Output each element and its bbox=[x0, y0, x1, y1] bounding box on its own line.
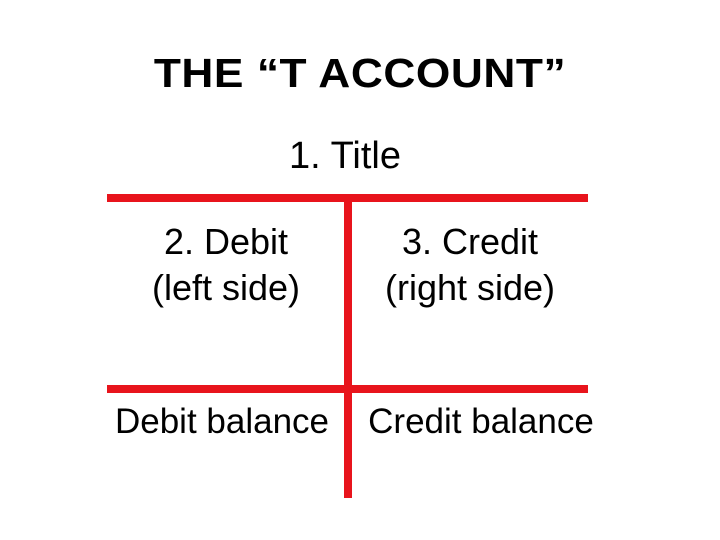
t-account-vertical-divider bbox=[344, 202, 352, 498]
debit-side-label: 2. Debit (left side) bbox=[108, 219, 344, 311]
t-account-balance-rule bbox=[107, 385, 588, 393]
debit-label-line1: 2. Debit bbox=[163, 221, 289, 262]
account-title-label: 1. Title bbox=[289, 135, 401, 177]
t-account-top-bar bbox=[107, 194, 588, 202]
credit-label-line2: (right side) bbox=[384, 267, 556, 308]
credit-label-line1: 3. Credit bbox=[401, 221, 539, 262]
debit-balance-label: Debit balance bbox=[114, 402, 330, 441]
credit-side-label: 3. Credit (right side) bbox=[352, 219, 588, 311]
credit-balance-label: Credit balance bbox=[368, 402, 594, 441]
debit-label-line2: (left side) bbox=[151, 267, 301, 308]
slide-heading: THE “T ACCOUNT” bbox=[153, 50, 567, 96]
